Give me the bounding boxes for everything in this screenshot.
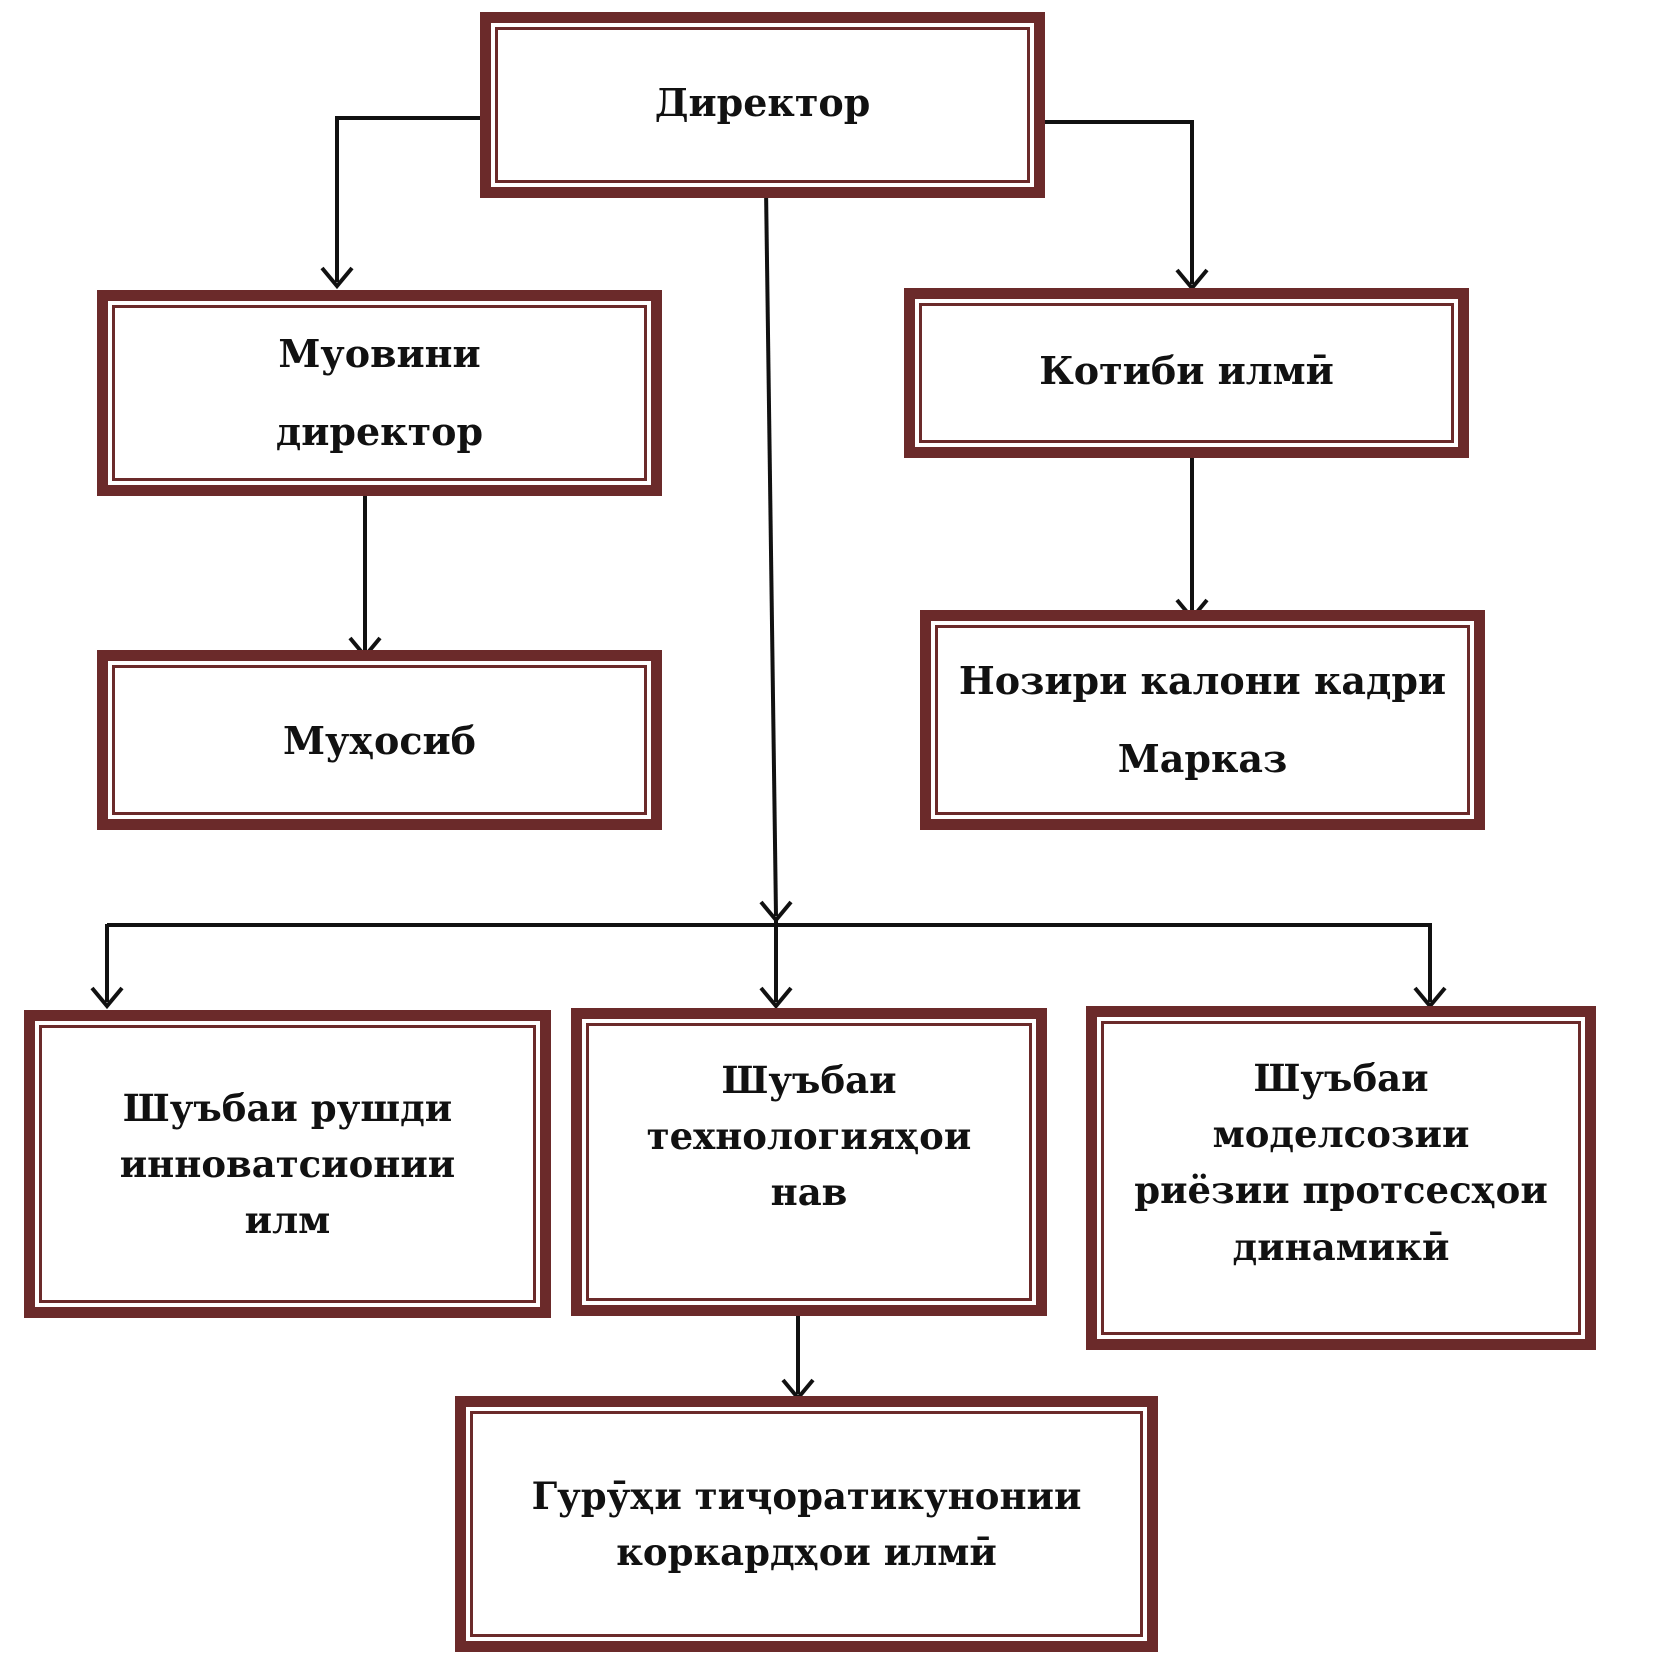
dept-technology-box: Шуъбаи технологияҳои нав	[571, 1008, 1047, 1316]
senior-hr-inspector-label-line-1: Нозири калони кадри	[958, 658, 1447, 704]
deputy-director-label-line-1: Муовини	[278, 331, 481, 377]
scientific-secretary-label: Котиби илмӣ	[1039, 348, 1334, 393]
commercialization-group-label-line-1: Гурӯҳи тиҷоратикунонии	[531, 1473, 1082, 1518]
commercialization-group-label-line-2: коркардҳои илмӣ	[616, 1530, 997, 1574]
dept-modeling-label-line-2: моделсозии	[1212, 1112, 1470, 1157]
director-box: Директор	[480, 12, 1045, 198]
dept-innovation-box: Шуъбаи рушди инноватсионии илм	[24, 1010, 551, 1318]
dept-technology-label-line-1: Шуъбаи	[721, 1058, 897, 1102]
dept-modeling-label-line-4: динамикӣ	[1232, 1224, 1450, 1269]
deputy-director-label-line-2: директор	[275, 409, 484, 454]
dept-modeling-label-line-1: Шуъбаи	[1253, 1056, 1429, 1100]
dept-innovation-label-line-3: илм	[244, 1198, 331, 1243]
connector-bus	[105, 923, 1432, 1002]
accountant-label: Муҳосиб	[282, 718, 477, 763]
scientific-secretary-box: Котиби илмӣ	[904, 288, 1469, 458]
deputy-director-box: Муовини директор	[97, 290, 662, 496]
dept-technology-label-line-3: нав	[770, 1170, 848, 1215]
dept-innovation-label-line-1: Шуъбаи рушди	[122, 1085, 453, 1130]
dept-technology-label-line-2: технологияҳои	[646, 1114, 972, 1159]
connector-director-bus	[764, 187, 778, 917]
senior-hr-inspector-label-line-2: Марказ	[1117, 736, 1288, 781]
connector-director-secretary	[1040, 120, 1194, 284]
director-label: Директор	[654, 80, 871, 125]
senior-hr-inspector-box: Нозири калони кадри Марказ	[920, 610, 1485, 830]
accountant-box: Муҳосиб	[97, 650, 662, 830]
connector-director-deputy	[335, 116, 490, 282]
commercialization-group-box: Гурӯҳи тиҷоратикунонии коркардҳои илмӣ	[455, 1396, 1158, 1652]
dept-innovation-label-line-2: инноватсионии	[119, 1141, 456, 1186]
dept-modeling-label-line-3: риёзии протсесҳои	[1134, 1168, 1548, 1213]
dept-modeling-box: Шуъбаи моделсозии риёзии протсесҳои дина…	[1086, 1006, 1596, 1350]
